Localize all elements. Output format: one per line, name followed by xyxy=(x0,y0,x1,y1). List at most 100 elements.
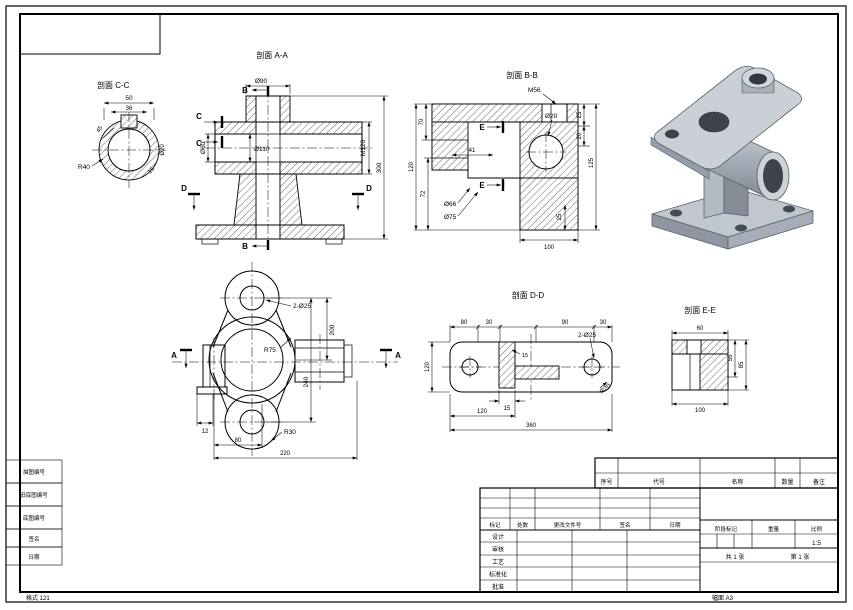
rev-header: 处数 xyxy=(517,521,529,529)
parts-table: 序号 代号 名称 数量 备注 xyxy=(594,457,839,489)
dim-label: 120 xyxy=(425,361,431,372)
margin-row-label: 签名 xyxy=(28,535,39,543)
dim-label: 220 xyxy=(280,451,291,457)
total-sheets: 共 1 张 xyxy=(726,553,745,561)
section-letter-c: C xyxy=(196,112,202,121)
dim-label: 240 xyxy=(303,376,310,387)
dim-label: 41 xyxy=(469,148,476,154)
dim-label: Ø75 xyxy=(444,214,457,221)
sheet-number: 第 1 张 xyxy=(791,553,810,561)
dim-label: 120 xyxy=(409,161,415,172)
dim-label: 72 xyxy=(421,190,427,197)
base-hole xyxy=(670,209,682,217)
weight-label: 重量 xyxy=(768,525,780,533)
dim-label: 2-Ø25 xyxy=(578,332,596,339)
parts-col-index: 序号 xyxy=(600,478,612,486)
dim-label: 100 xyxy=(695,408,706,414)
dim-label: Ø110 xyxy=(254,146,270,153)
dim-label: 100 xyxy=(544,245,555,251)
section-letter-e: E xyxy=(479,123,485,132)
rev-header: 更改文件号 xyxy=(554,521,582,529)
boss-hole xyxy=(749,73,767,85)
dim-label: 45 xyxy=(96,125,105,134)
stage-mark-label: 阶段标记 xyxy=(715,525,738,533)
parts-col-code: 代号 xyxy=(653,478,665,486)
scale-label: 比例 xyxy=(811,525,823,533)
dim-label: R40 xyxy=(78,164,90,171)
dim-label: 36 xyxy=(126,106,133,112)
paper-size-note: 幅面 A3 xyxy=(712,594,734,602)
dim-label: 15 xyxy=(522,353,528,359)
role-label: 审核 xyxy=(492,546,504,554)
dim-label: M120 xyxy=(360,139,367,156)
dim-label: Ø90 xyxy=(255,78,268,85)
dim-label: 60 xyxy=(697,326,704,332)
front-view: A A 2-Ø25 200 240 R75 12 80 220 R30 xyxy=(171,262,401,460)
base-hole xyxy=(783,205,795,213)
role-label: 批准 xyxy=(492,583,504,591)
section-letter-d: D xyxy=(181,184,187,193)
plate-lobe-hole xyxy=(665,129,679,139)
view-title: 剖面 B-B xyxy=(506,70,538,80)
section-letter-a: A xyxy=(171,351,177,360)
section-letter-a: A xyxy=(395,351,401,360)
sheet-frame: 格式 121 幅面 A3 xyxy=(5,5,847,603)
role-label: 标准化 xyxy=(489,571,507,579)
dim-label: 50 xyxy=(125,95,133,102)
parts-col-name: 名称 xyxy=(731,478,743,486)
section-letter-d: D xyxy=(366,184,372,193)
dim-label: 15 xyxy=(147,166,156,175)
rev-header: 日期 xyxy=(669,522,681,529)
margin-stub: 描图编号 旧底图编号 底图编号 签名 日期 xyxy=(5,459,63,566)
margin-row-label: 日期 xyxy=(28,554,40,561)
dim-label: Ø66 xyxy=(444,201,457,208)
cylinder-bore xyxy=(763,159,783,193)
view-title: 剖面 A-A xyxy=(256,50,288,60)
scale-value: 1:5 xyxy=(812,540,821,547)
dim-label: 360 xyxy=(526,423,537,429)
dim-label: 25 xyxy=(557,213,563,220)
dim-label: 25 xyxy=(577,111,583,118)
view-title: 剖面 E-E xyxy=(684,305,716,315)
dim-label: 20 xyxy=(577,132,583,139)
dim-label: 12 xyxy=(202,429,209,435)
dim-label: 30 xyxy=(600,320,607,326)
section-letter-c: C xyxy=(196,139,202,148)
dim-label: Ø20 xyxy=(160,144,166,156)
format-note: 格式 121 xyxy=(26,594,50,602)
role-label: 工艺 xyxy=(492,558,504,566)
dim-label: 15 xyxy=(504,406,511,412)
iso-3d-view xyxy=(650,66,814,250)
section-letter-e: E xyxy=(479,181,485,190)
rev-header: 标记 xyxy=(489,521,501,529)
margin-row-label: 旧底图编号 xyxy=(20,491,48,499)
section-dd-view: 剖面 D-D 80 30 90 30 15 120 2-Ø25 R20 15 1… xyxy=(425,290,620,432)
dim-label: 90 xyxy=(562,320,569,326)
dim-label: R30 xyxy=(284,429,296,436)
base-hole xyxy=(735,224,747,232)
view-title: 剖面 D-D xyxy=(512,290,545,300)
dim-label: 30 xyxy=(486,320,493,326)
dim-label: 80 xyxy=(461,320,468,326)
dim-label: 120 xyxy=(477,409,488,415)
parts-col-note: 备注 xyxy=(813,478,825,486)
dim-label: M56 xyxy=(528,87,541,94)
dim-label: Ø60 xyxy=(200,141,207,154)
dim-label: 55 xyxy=(728,354,734,361)
dim-label: R75 xyxy=(264,347,276,354)
plate-center-hole xyxy=(698,111,730,133)
role-label: 设计 xyxy=(492,533,504,541)
section-cc-view: 剖面 C-C 50 36 45 R40 Ø20 15 xyxy=(78,80,166,188)
margin-row-label: 描图编号 xyxy=(23,468,46,476)
section-letter-b: B xyxy=(242,86,248,95)
view-title: 剖面 C-C xyxy=(97,80,130,90)
dim-label: 125 xyxy=(589,157,595,168)
dim-label: 70 xyxy=(419,118,425,125)
section-ee-view: 剖面 E-E 60 55 85 100 xyxy=(671,305,749,414)
section-aa-view: 剖面 A-A Ø90 B B C C D D Ø60 xyxy=(181,50,388,251)
dim-label: R20 xyxy=(599,382,613,395)
dim-label: Ø20 xyxy=(545,113,558,120)
dim-label: 2-Ø25 xyxy=(293,303,311,310)
